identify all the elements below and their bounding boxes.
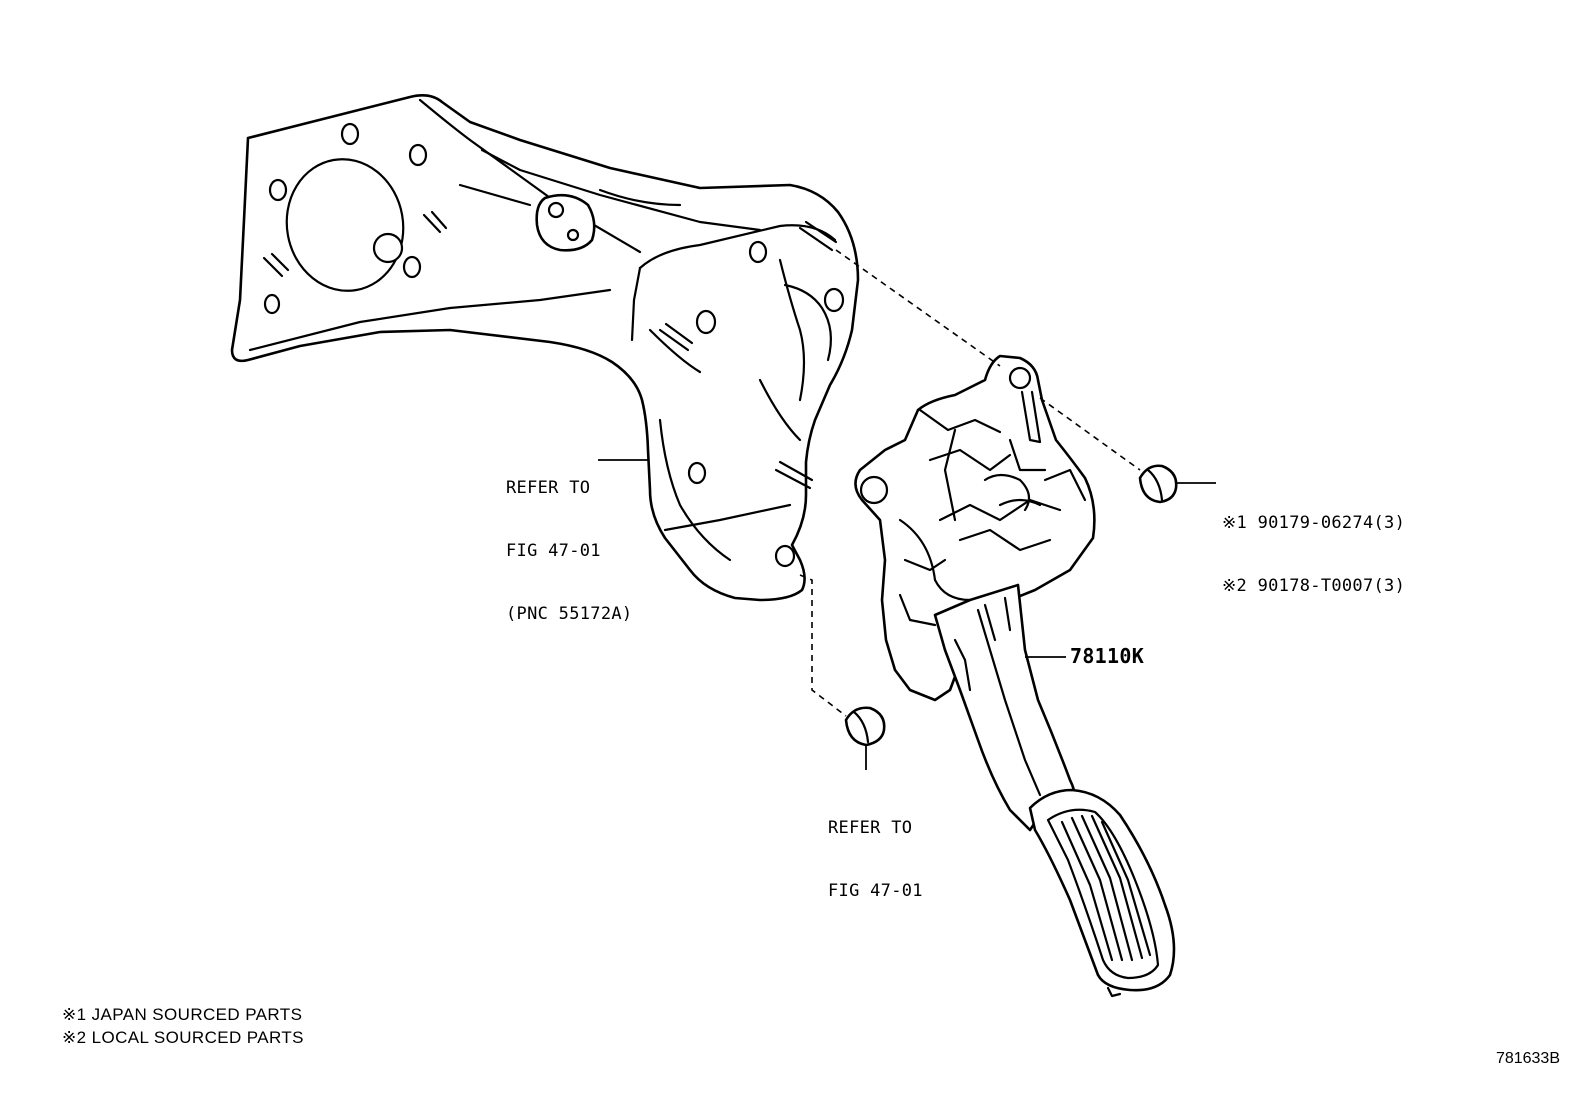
bracket-ref-line2: FIG 47-01 — [506, 541, 601, 561]
bracket-ref-line1: REFER TO — [506, 478, 591, 498]
footnote-japan-sourced: ※1 JAPAN SOURCED PARTS — [62, 1005, 303, 1024]
flange-nut-right — [1138, 464, 1178, 504]
pedal-part-number: 78110K — [1070, 644, 1145, 668]
pedal-support-bracket — [230, 94, 860, 602]
nut-part-line2: ※2 90178-T0007(3) — [1222, 576, 1406, 596]
bracket-reference-callout: REFER TO FIG 47-01 (PNC 55172A) — [506, 436, 632, 646]
bracket-ref-line3: (PNC 55172A) — [506, 604, 633, 624]
assembly-line-lower — [799, 574, 847, 717]
nut-ref-line1: REFER TO — [828, 818, 913, 838]
nut-part-numbers: ※1 90179-06274(3) ※2 90178-T0007(3) — [1222, 471, 1405, 618]
accelerator-pedal-assembly — [854, 354, 1176, 998]
flange-nut-lower — [844, 706, 886, 747]
footnotes: ※1 JAPAN SOURCED PARTS ※2 LOCAL SOURCED … — [62, 1003, 304, 1049]
nut-part-line1: ※1 90179-06274(3) — [1222, 513, 1406, 533]
assembly-line-upper — [835, 249, 1001, 367]
nut-reference-callout: REFER TO FIG 47-01 — [828, 776, 923, 923]
illustration-number: 781633B — [1495, 1050, 1560, 1067]
footnote-local-sourced: ※2 LOCAL SOURCED PARTS — [62, 1028, 304, 1047]
nut-ref-line2: FIG 47-01 — [828, 881, 923, 901]
assembly-line-right — [1039, 397, 1141, 471]
